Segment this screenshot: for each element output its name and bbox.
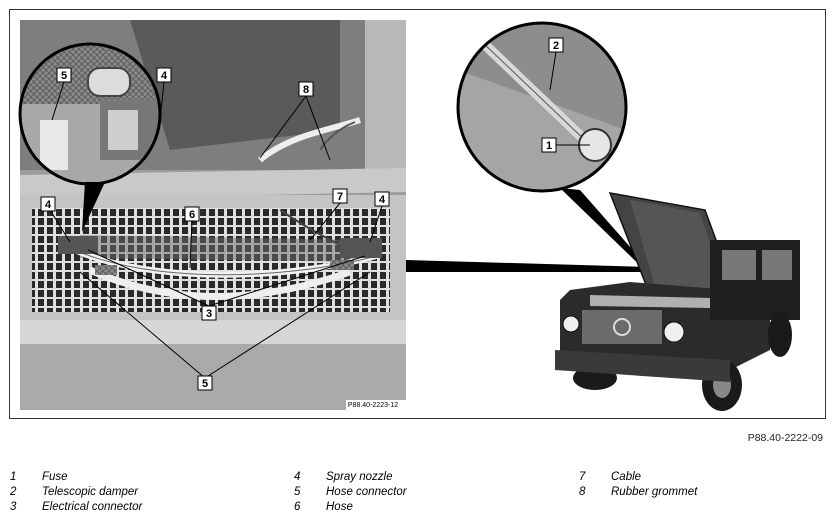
callout-5: 5 bbox=[197, 375, 213, 391]
callout-8: 8 bbox=[298, 81, 314, 97]
callout-5-inset: 5 bbox=[56, 67, 72, 83]
svg-text:1: 1 bbox=[546, 140, 552, 152]
svg-text:4: 4 bbox=[45, 199, 52, 211]
pointer-beam bbox=[406, 260, 650, 272]
callout-7: 7 bbox=[332, 188, 348, 204]
technical-figure: 5 4 8 4 6 7 4 3 5 2 1 P88.40-2223-12 bbox=[9, 9, 826, 419]
callout-4-inset: 4 bbox=[156, 67, 172, 83]
callout-3: 3 bbox=[201, 305, 217, 321]
callout-labels: 5 4 8 4 6 7 4 3 5 2 1 bbox=[40, 37, 564, 391]
figure-code-label: P88.40-2222-09 bbox=[747, 432, 823, 444]
svg-text:5: 5 bbox=[61, 70, 67, 82]
figure-artwork: 5 4 8 4 6 7 4 3 5 2 1 P88.40-2223-12 bbox=[18, 20, 800, 411]
svg-text:4: 4 bbox=[161, 70, 168, 82]
svg-text:5: 5 bbox=[202, 378, 208, 390]
svg-text:2: 2 bbox=[553, 40, 559, 52]
legend: 1 Fuse 2 Telescopic damper 3 Electrical … bbox=[10, 471, 698, 513]
leader-lines bbox=[49, 51, 590, 379]
svg-text:8: 8 bbox=[303, 84, 309, 96]
callout-2: 2 bbox=[548, 37, 564, 53]
svg-text:3: 3 bbox=[206, 308, 212, 320]
callout-4-right: 4 bbox=[374, 191, 390, 207]
callout-1: 1 bbox=[541, 137, 557, 153]
vehicle-illustration bbox=[555, 192, 800, 411]
detail-inset-left bbox=[18, 42, 162, 232]
svg-text:6: 6 bbox=[189, 209, 195, 221]
callout-6: 6 bbox=[184, 206, 200, 222]
svg-text:7: 7 bbox=[337, 191, 343, 203]
detail-inset-right bbox=[456, 21, 682, 306]
inset-code-label: P88.40-2223-12 bbox=[348, 402, 398, 409]
svg-text:4: 4 bbox=[379, 194, 386, 206]
callout-4-left: 4 bbox=[40, 196, 56, 212]
